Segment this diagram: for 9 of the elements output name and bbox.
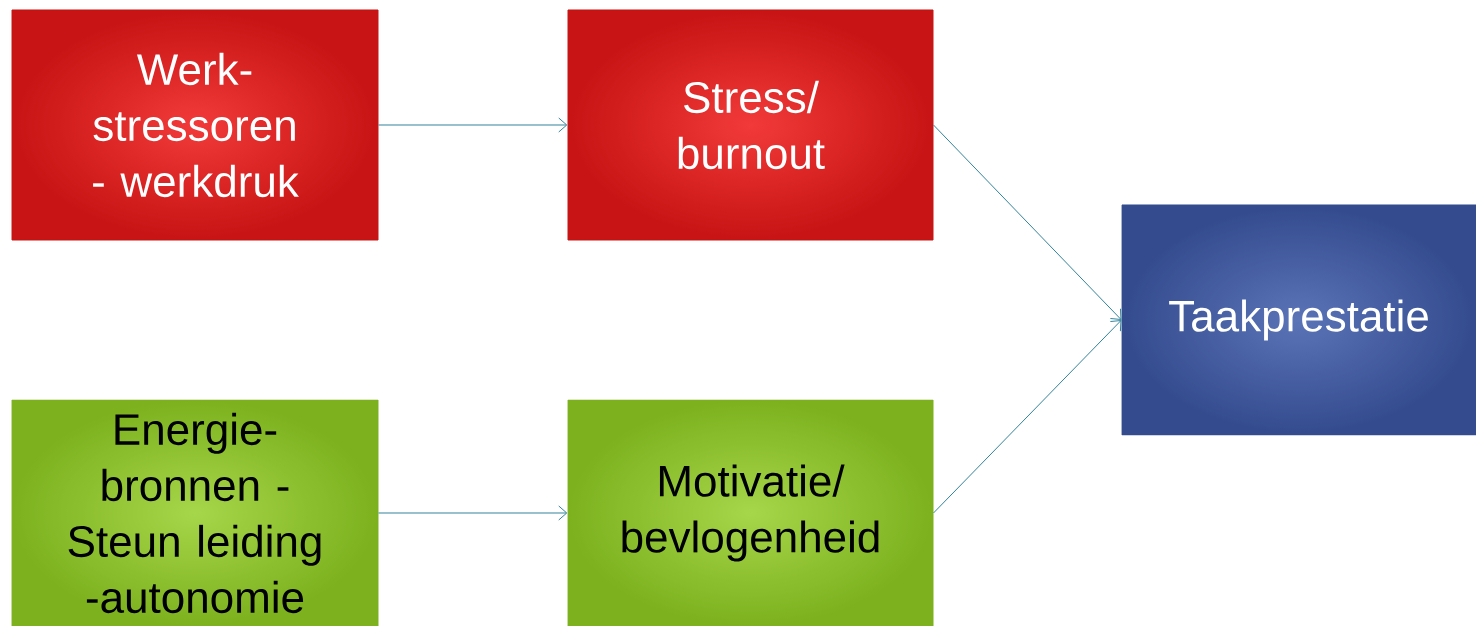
process-box: Motivatie/ bevlogenheid [567,399,934,626]
arrow [378,505,568,521]
arrow [933,320,1122,514]
arrow [378,117,568,133]
process-box: Werk- stressoren - werkdruk [11,9,379,241]
process-box: Taakprestatie [1121,204,1476,436]
process-box: Energie- bronnen -Steun leiding -autonomie [11,399,379,626]
process-box: Stress/ burnout [567,9,934,241]
arrow [933,124,1122,320]
